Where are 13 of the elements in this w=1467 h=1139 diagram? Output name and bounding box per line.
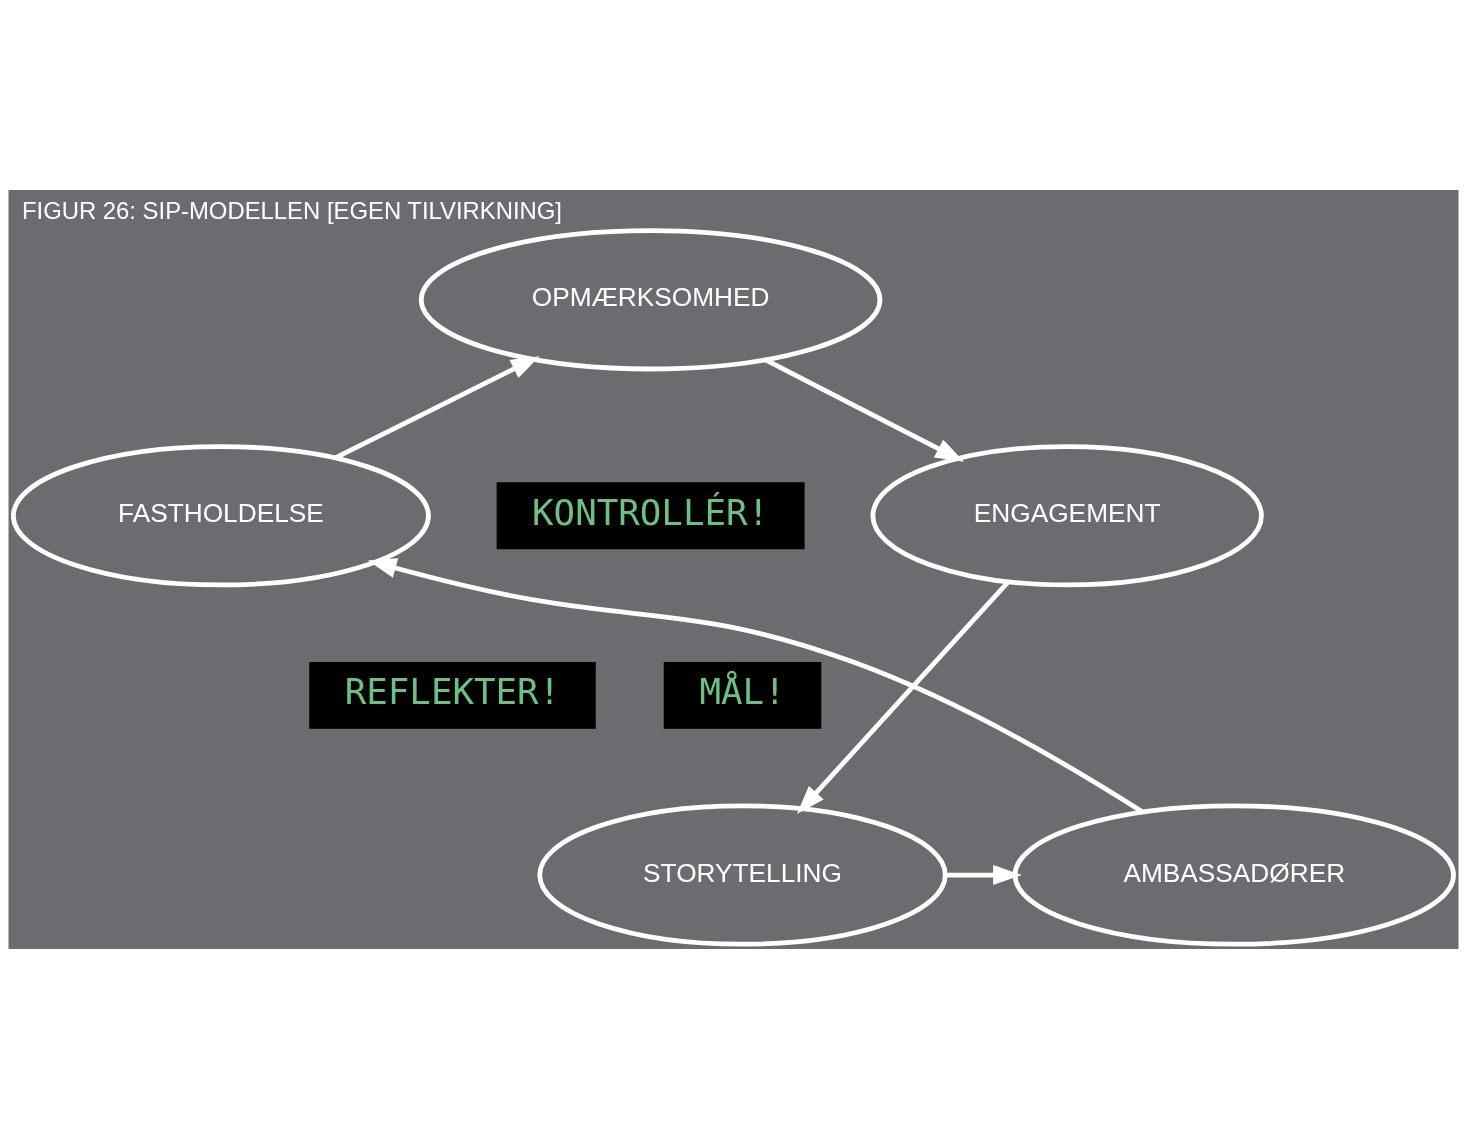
arrow (334, 356, 540, 460)
diagram-title: FIGUR 26: SIP-MODELLEN [EGEN TILVIRKNING] (21, 196, 563, 224)
arrow (367, 558, 1144, 815)
node-ellipse: AMBASSADØRER (1012, 803, 1456, 947)
arrow (796, 580, 1010, 814)
node-ellipse: FASTHOLDELSE (10, 444, 431, 588)
node-box: KONTROLLÉR! (496, 482, 805, 550)
node-box: MÅL! (663, 662, 822, 729)
node-ellipse: ENGAGEMENT (870, 444, 1264, 588)
node-ellipse: OPMÆRKSOMHED (418, 228, 883, 372)
node-ellipse: STORYTELLING (537, 803, 948, 947)
arrow (945, 864, 1022, 886)
node-box: REFLEKTER! (309, 662, 596, 729)
